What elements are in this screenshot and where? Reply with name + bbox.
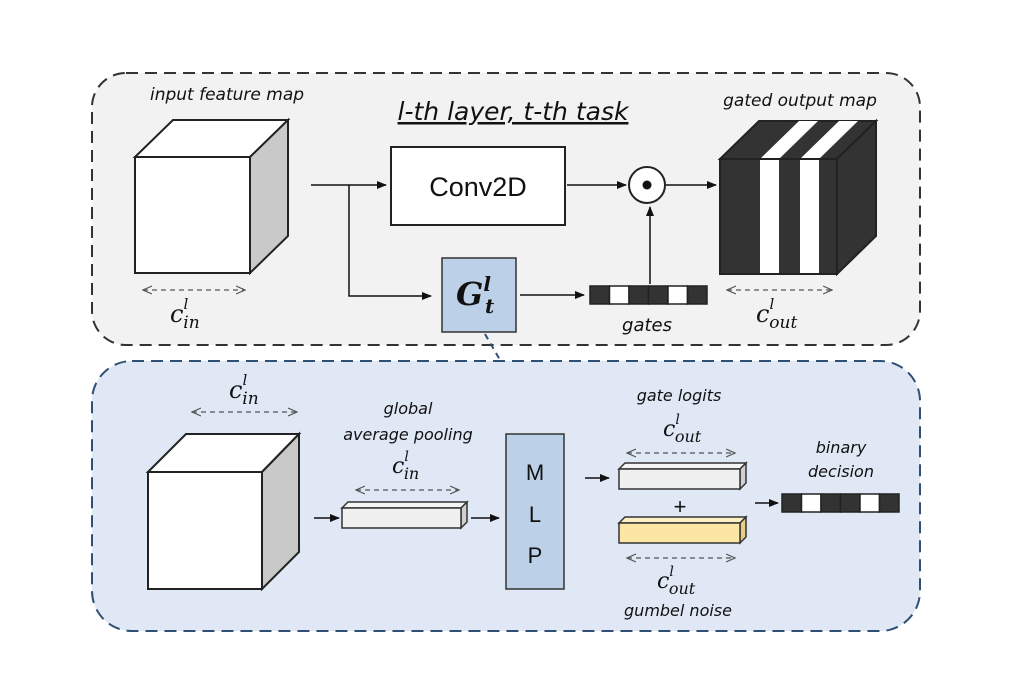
mlp-letter-l: L xyxy=(529,502,541,527)
gates-vector-cell xyxy=(686,285,708,305)
binary-decision-vector xyxy=(781,493,900,513)
decision-vector-cell xyxy=(781,493,803,513)
plus-symbol: + xyxy=(674,494,687,519)
gates-vector-cell xyxy=(667,285,689,305)
panel-connector xyxy=(484,333,501,361)
gated-output-label: gated output map xyxy=(723,91,877,111)
gates-vector-cell xyxy=(628,285,650,305)
gate-logits-bar xyxy=(617,461,748,491)
gates-label: gates xyxy=(622,315,672,336)
mlp-letter-p: P xyxy=(528,543,543,568)
gates-vector-cell xyxy=(647,285,669,305)
gated-output-cube xyxy=(717,118,879,277)
multiply-dot-icon xyxy=(642,180,652,190)
decision-vector-cell xyxy=(859,493,881,513)
gumbel-noise-bar xyxy=(617,515,748,545)
gates-vector-cell xyxy=(608,285,630,305)
gate-input-cube xyxy=(145,431,302,592)
conv2d-box xyxy=(390,146,566,226)
mlp-letter-m: M xyxy=(526,460,544,485)
input-to-gate-arrow xyxy=(348,185,432,300)
gates-vector-cell xyxy=(589,285,611,305)
mlp-box xyxy=(505,433,565,590)
pooling-label-line2: average pooling xyxy=(343,425,473,444)
decision-vector-cell xyxy=(800,493,822,513)
decision-label-line2: decision xyxy=(808,462,874,481)
conv2d-label: Conv2D xyxy=(429,172,527,202)
pooling-label-line1: global xyxy=(384,399,433,418)
gates-vector xyxy=(589,285,708,305)
input-feature-cube xyxy=(132,117,291,276)
decision-label-line1: binary xyxy=(816,438,867,457)
gate-module-box xyxy=(441,257,517,333)
decision-vector-cell xyxy=(839,493,861,513)
gumbel-noise-label: gumbel noise xyxy=(624,601,732,620)
decision-vector-cell xyxy=(820,493,842,513)
pooled-vector-bar xyxy=(340,500,469,530)
input-feature-label: input feature map xyxy=(150,85,304,105)
decision-vector-cell xyxy=(878,493,900,513)
gate-logits-label: gate logits xyxy=(637,386,722,405)
layer-task-title: l-th layer, t-th task xyxy=(398,97,630,126)
